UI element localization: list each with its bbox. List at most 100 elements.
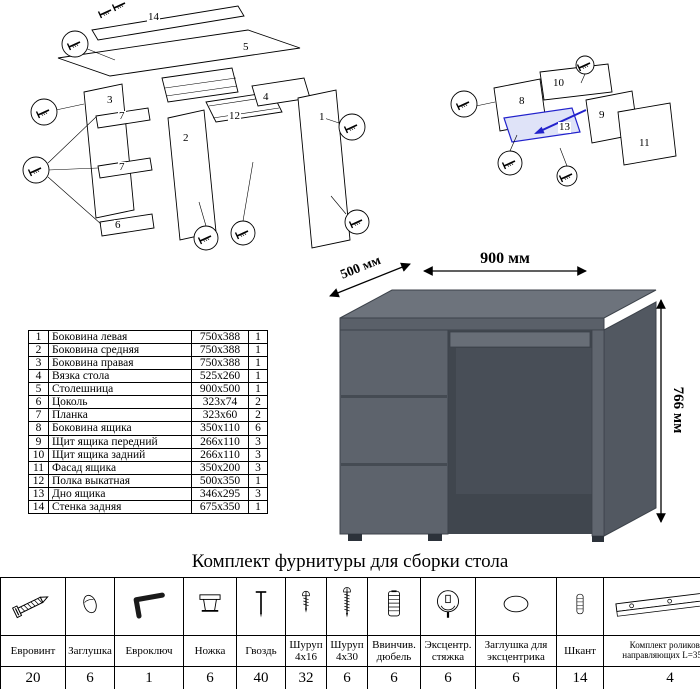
screw-short-icon — [285, 577, 327, 636]
right-exploded-diagram — [450, 55, 677, 187]
part-number-label: 8 — [518, 95, 526, 107]
hardware-item-name: Евроключ — [114, 635, 184, 667]
parts-cell-num: 11 — [28, 460, 49, 475]
parts-cell-qty: 3 — [248, 460, 268, 475]
parts-cell-name: Фасад ящика — [48, 460, 192, 475]
parts-cell-name: Планка — [48, 408, 192, 423]
parts-cell-size: 350x200 — [191, 460, 249, 475]
parts-cell-name: Боковина левая — [48, 329, 192, 345]
hardware-item-name: Ввинчив. дюбель — [367, 635, 421, 667]
parts-cell-num: 7 — [28, 408, 49, 423]
parts-cell-num: 13 — [28, 486, 49, 501]
part-number-label: 4 — [262, 91, 270, 103]
parts-cell-size: 500x350 — [191, 473, 249, 488]
parts-cell-name: Вязка стола — [48, 369, 192, 384]
roller-slide-icon — [603, 577, 700, 636]
parts-cell-size: 750x388 — [191, 329, 249, 345]
euroscrew-icon — [0, 577, 66, 636]
parts-cell-size: 323x74 — [191, 395, 249, 410]
parts-cell-name: Цоколь — [48, 395, 192, 410]
leg-icon — [183, 577, 237, 636]
nail-icon — [236, 577, 286, 636]
parts-cell-qty: 6 — [248, 421, 268, 436]
parts-cell-num: 9 — [28, 434, 49, 449]
hardware-item-name: Шуруп 4х16 — [285, 635, 327, 667]
parts-cell-qty: 2 — [248, 408, 268, 423]
parts-cell-name: Стенка задняя — [48, 499, 192, 514]
parts-cell-num: 10 — [28, 447, 49, 462]
parts-cell-qty: 1 — [248, 382, 268, 397]
hardware-item-name: Заглушка — [65, 635, 115, 667]
hardware-item-name: Шкант — [556, 635, 604, 667]
depth-arrow — [329, 262, 411, 298]
screw-long-icon — [326, 577, 368, 636]
parts-cell-name: Боковина правая — [48, 356, 192, 371]
parts-cell-name: Щит ящика передний — [48, 434, 192, 449]
parts-cell-size: 750x388 — [191, 343, 249, 358]
hardware-item-qty: 6 — [326, 666, 368, 689]
part-number-label: 9 — [598, 109, 606, 121]
part-number-label: 1 — [318, 111, 326, 123]
parts-cell-num: 3 — [28, 356, 49, 371]
cam-cap-icon — [475, 577, 557, 636]
part-number-label: 12 — [228, 110, 241, 122]
parts-cell-qty: 1 — [248, 329, 268, 345]
parts-cell-size: 525x260 — [191, 369, 249, 384]
parts-cell-qty: 1 — [248, 343, 268, 358]
hardware-item-qty: 6 — [367, 666, 421, 689]
hardware-item-name: Комплект роликовых направляющих L=350мм — [603, 635, 700, 667]
hardware-item-qty: 6 — [475, 666, 557, 689]
parts-cell-qty: 1 — [248, 473, 268, 488]
parts-cell-size: 323x60 — [191, 408, 249, 423]
part-number-label: 13 — [558, 121, 571, 133]
parts-cell-size: 675x350 — [191, 499, 249, 514]
parts-cell-name: Полка выкатная — [48, 473, 192, 488]
parts-cell-size: 266x110 — [191, 434, 249, 449]
parts-cell-size: 350x110 — [191, 421, 249, 436]
part-number-label: 5 — [242, 41, 250, 53]
part-number-label: 2 — [182, 132, 190, 144]
parts-cell-num: 2 — [28, 343, 49, 358]
parts-cell-qty: 3 — [248, 486, 268, 501]
parts-cell-size: 266x110 — [191, 447, 249, 462]
hardware-item-qty: 40 — [236, 666, 286, 689]
parts-cell-qty: 1 — [248, 499, 268, 514]
cam-lock-icon — [420, 577, 476, 636]
parts-cell-num: 6 — [28, 395, 49, 410]
parts-cell-qty: 2 — [248, 395, 268, 410]
parts-cell-name: Щит ящика задний — [48, 447, 192, 462]
parts-cell-size: 900x500 — [191, 382, 249, 397]
hardware-item-qty: 6 — [183, 666, 237, 689]
hardware-item-name: Евровинт — [0, 635, 66, 667]
hardware-icons-row — [0, 577, 700, 636]
part-number-label: 7 — [118, 110, 126, 122]
parts-cell-name: Дно ящика — [48, 486, 192, 501]
dimension-height-label: 766 мм — [670, 387, 686, 434]
hardware-item-qty: 4 — [603, 666, 700, 689]
parts-cell-name: Боковина ящика — [48, 421, 192, 436]
dimension-width-label: 900 мм — [480, 250, 530, 267]
dowel-icon — [556, 577, 604, 636]
drawer-unit — [339, 329, 449, 535]
parts-cell-qty: 1 — [248, 369, 268, 384]
hardware-item-qty: 1 — [114, 666, 184, 689]
parts-cell-num: 5 — [28, 382, 49, 397]
hardware-item-name: Заглушка для эксцентрика — [475, 635, 557, 667]
hardware-kit-title: Комплект фурнитуры для сборки стола — [191, 551, 509, 572]
parts-cell-name: Боковина средняя — [48, 343, 192, 358]
desk-illustration — [339, 289, 657, 542]
part-number-label: 3 — [106, 94, 114, 106]
parts-cell-num: 1 — [28, 329, 49, 345]
